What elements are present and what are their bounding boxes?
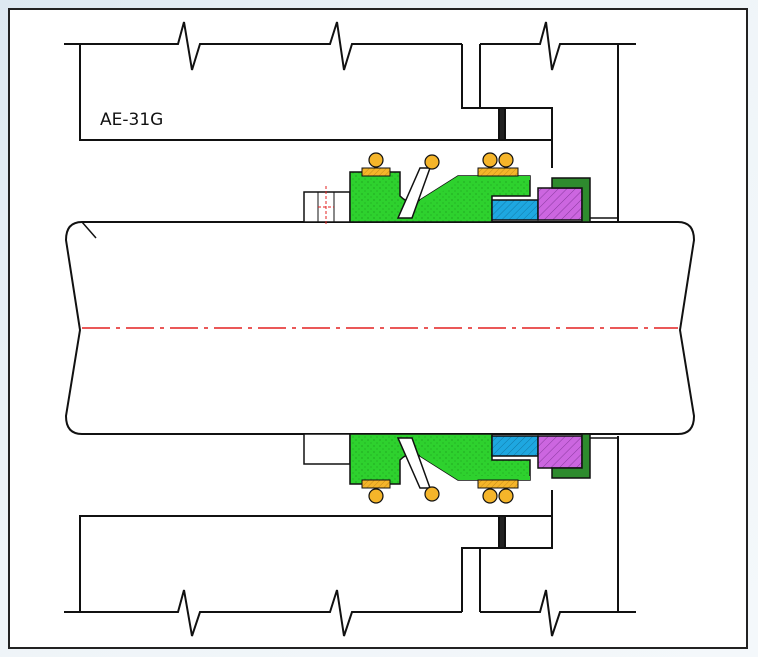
- model-label: AE-31G: [100, 110, 164, 130]
- shaft-icon: [64, 221, 696, 435]
- spring-icon: [396, 154, 440, 219]
- set-screw-icon: [303, 186, 351, 226]
- bottom-housing: [64, 436, 636, 637]
- top-seal-assembly: [303, 152, 618, 226]
- top-housing: [64, 21, 636, 222]
- o-ring-icon: [361, 152, 519, 177]
- bottom-seal-assembly: [303, 433, 618, 504]
